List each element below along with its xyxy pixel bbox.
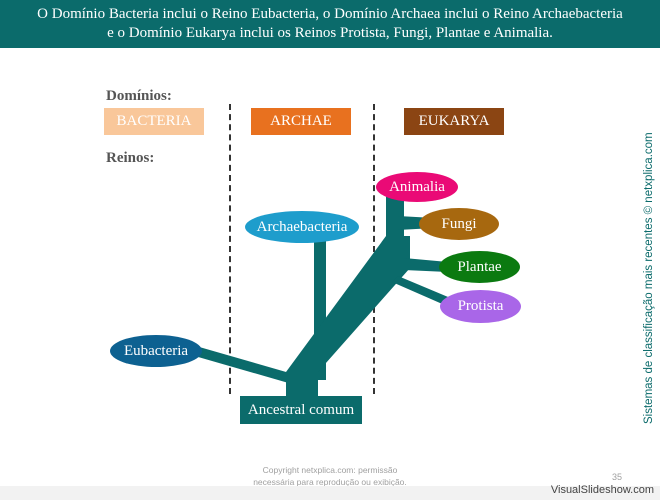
kingdom-protista: Protista <box>440 290 521 323</box>
domain-divider-right <box>373 104 375 394</box>
header-line-2: e o Domínio Eukarya inclui os Reinos Pro… <box>107 25 553 41</box>
copyright-line-1: Copyright netxplica.com: permissão <box>262 465 398 475</box>
domain-archae: ARCHAE <box>251 108 351 135</box>
trunk-main <box>286 236 410 400</box>
kingdom-eubacteria: Eubacteria <box>110 335 202 367</box>
watermark-text: VisualSlideshow.com <box>550 484 654 496</box>
domain-eukarya: EUKARYA <box>404 108 504 135</box>
slide-number: 35 <box>612 472 623 482</box>
kingdom-fungi: Fungi <box>419 208 499 240</box>
kingdom-plantae: Plantae <box>439 251 520 283</box>
header-banner: O Domínio Bacteria inclui o Reino Eubact… <box>0 0 660 48</box>
domains-label: Domínios: <box>106 88 172 104</box>
bottom-bar <box>0 486 660 500</box>
copyright-footer: Copyright netxplica.com: permissão neces… <box>230 464 430 488</box>
domain-divider-left <box>229 104 231 394</box>
kingdom-archaebacteria: Archaebacteria <box>245 211 359 243</box>
side-caption: Sistemas de classificação mais recentes … <box>643 132 655 424</box>
domain-bacteria: BACTERIA <box>104 108 204 135</box>
branch-plantae <box>404 258 448 272</box>
common-ancestor-box: Ancestral comum <box>240 396 362 424</box>
kingdoms-label: Reinos: <box>106 150 155 166</box>
header-line-1: O Domínio Bacteria inclui o Reino Eubact… <box>37 6 623 22</box>
copyright-line-2: necessária para reprodução ou exibição. <box>253 477 407 487</box>
kingdom-animalia: Animalia <box>376 172 458 202</box>
